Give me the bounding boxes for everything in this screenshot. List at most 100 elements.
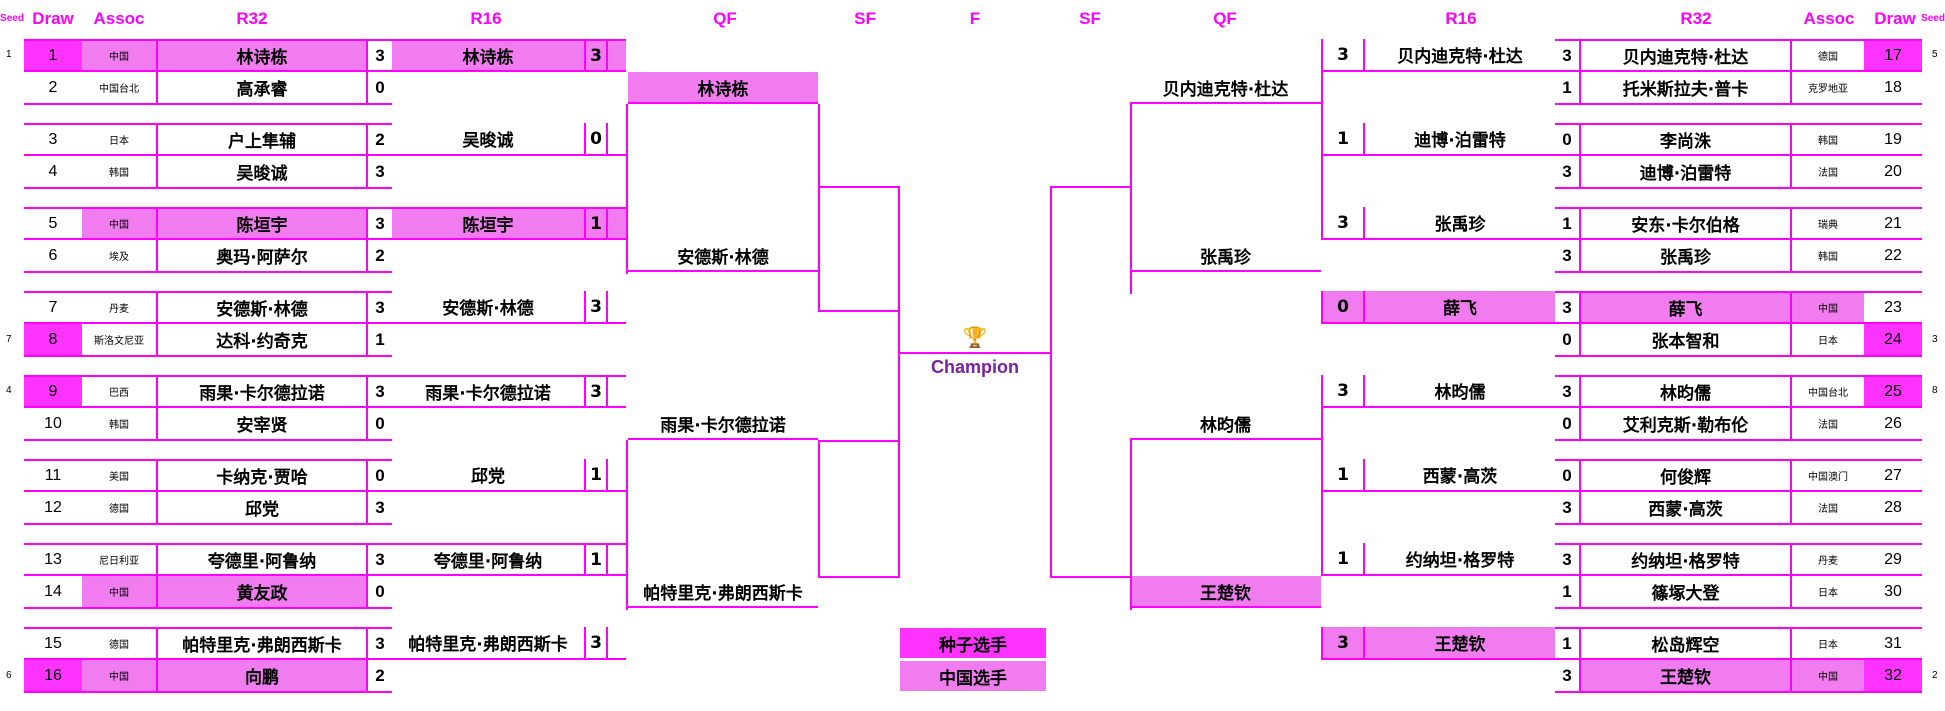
match-score: 3 [375, 45, 385, 65]
match-score: 1 [1562, 581, 1572, 601]
match-score: 3 [375, 633, 385, 653]
draw-number: 23 [1884, 298, 1902, 316]
assoc-name: 中国 [82, 209, 156, 238]
player-name: 向鹏 [156, 660, 368, 691]
player-name: 安宰贤 [156, 408, 368, 439]
header-r32: R32 [236, 9, 268, 28]
assoc-name: 韩国 [1818, 136, 1838, 147]
match-score: 3 [1562, 45, 1572, 65]
player-name: 奥玛·阿萨尔 [156, 240, 368, 271]
player-name: 夸德里·阿鲁纳 [433, 552, 543, 572]
player-name: 王楚钦 [1579, 660, 1792, 691]
player-name: 安德斯·林德 [442, 299, 534, 319]
player-name: 约纳坦·格罗特 [1405, 551, 1515, 571]
match-score: 3 [1321, 627, 1365, 658]
bracket-line [818, 104, 820, 312]
match-score: 3 [375, 161, 385, 181]
assoc-name: 中国 [82, 576, 156, 607]
bracket-line [1130, 440, 1132, 610]
match-score: 0 [1562, 465, 1572, 485]
assoc-name: 德国 [109, 504, 129, 515]
assoc-name: 中国 [1792, 660, 1864, 691]
draw-number: 19 [1884, 130, 1902, 148]
header-r16-right: R16 [1445, 9, 1477, 28]
bracket-line [898, 186, 900, 578]
match-score: 1 [1562, 633, 1572, 653]
match-score: 3 [1321, 39, 1365, 70]
legend-china: 中国选手 [900, 661, 1046, 691]
draw-number: 27 [1884, 466, 1902, 484]
match-score: 3 [584, 41, 608, 70]
player-name: 邱党 [471, 467, 505, 487]
match-score: 3 [375, 497, 385, 517]
draw-number: 24 [1864, 324, 1922, 355]
seed-number: 6 [6, 670, 12, 681]
draw-number: 4 [48, 162, 58, 180]
assoc-name: 埃及 [109, 252, 129, 263]
player-name: 户上隼辅 [156, 125, 368, 154]
match-score: 1 [1321, 459, 1365, 490]
assoc-name: 中国台北 [99, 84, 139, 95]
assoc-name: 尼日利亚 [99, 556, 139, 567]
draw-number: 15 [44, 634, 62, 652]
assoc-name: 丹麦 [1818, 556, 1838, 567]
header-draw: Draw [32, 9, 74, 28]
draw-number: 30 [1884, 582, 1902, 600]
header-sf: SF [854, 9, 876, 28]
header-qf-right: QF [1213, 9, 1237, 28]
player-name: 薛飞 [1365, 291, 1555, 322]
assoc-name: 日本 [1818, 640, 1838, 651]
player-name: 黄友政 [156, 576, 368, 607]
player-name: 邱党 [156, 492, 368, 523]
player-name: 雨果·卡尔德拉诺 [425, 384, 551, 404]
seed-number: 5 [1932, 49, 1938, 60]
match-score: 3 [375, 297, 385, 317]
match-score: 3 [1562, 549, 1572, 569]
assoc-name: 法国 [1818, 168, 1838, 179]
player-name: 高承睿 [156, 72, 368, 103]
player-name: 陈垣宇 [462, 216, 514, 236]
player-name: 张禹珍 [1579, 240, 1792, 271]
match-score: 3 [1321, 375, 1365, 406]
r16-right-entry: 1 西蒙·高茨 [1321, 459, 1555, 492]
draw-number: 14 [44, 582, 62, 600]
seed-number: 4 [6, 385, 12, 396]
assoc-name: 巴西 [109, 388, 129, 399]
assoc-name: 美国 [109, 472, 129, 483]
draw-number: 10 [44, 414, 62, 432]
draw-number: 5 [48, 214, 58, 232]
match-score: 1 [584, 209, 608, 238]
assoc-name: 法国 [1818, 504, 1838, 515]
qf-left-entry: 安德斯·林德 [628, 240, 818, 272]
header-assoc-right: Assoc [1803, 9, 1855, 28]
draw-number: 3 [48, 130, 58, 148]
seed-number: 2 [1932, 670, 1938, 681]
player-name: 西蒙·高茨 [1422, 467, 1498, 487]
match-score: 0 [584, 123, 608, 154]
match-score: 3 [1562, 161, 1572, 181]
bracket-line [818, 576, 900, 578]
draw-number: 22 [1884, 246, 1902, 264]
assoc-name: 日本 [1818, 336, 1838, 347]
header-r16: R16 [470, 9, 502, 28]
draw-number: 8 [24, 324, 82, 355]
player-name: 迪博·泊雷特 [1579, 156, 1792, 187]
match-score: 3 [375, 549, 385, 569]
